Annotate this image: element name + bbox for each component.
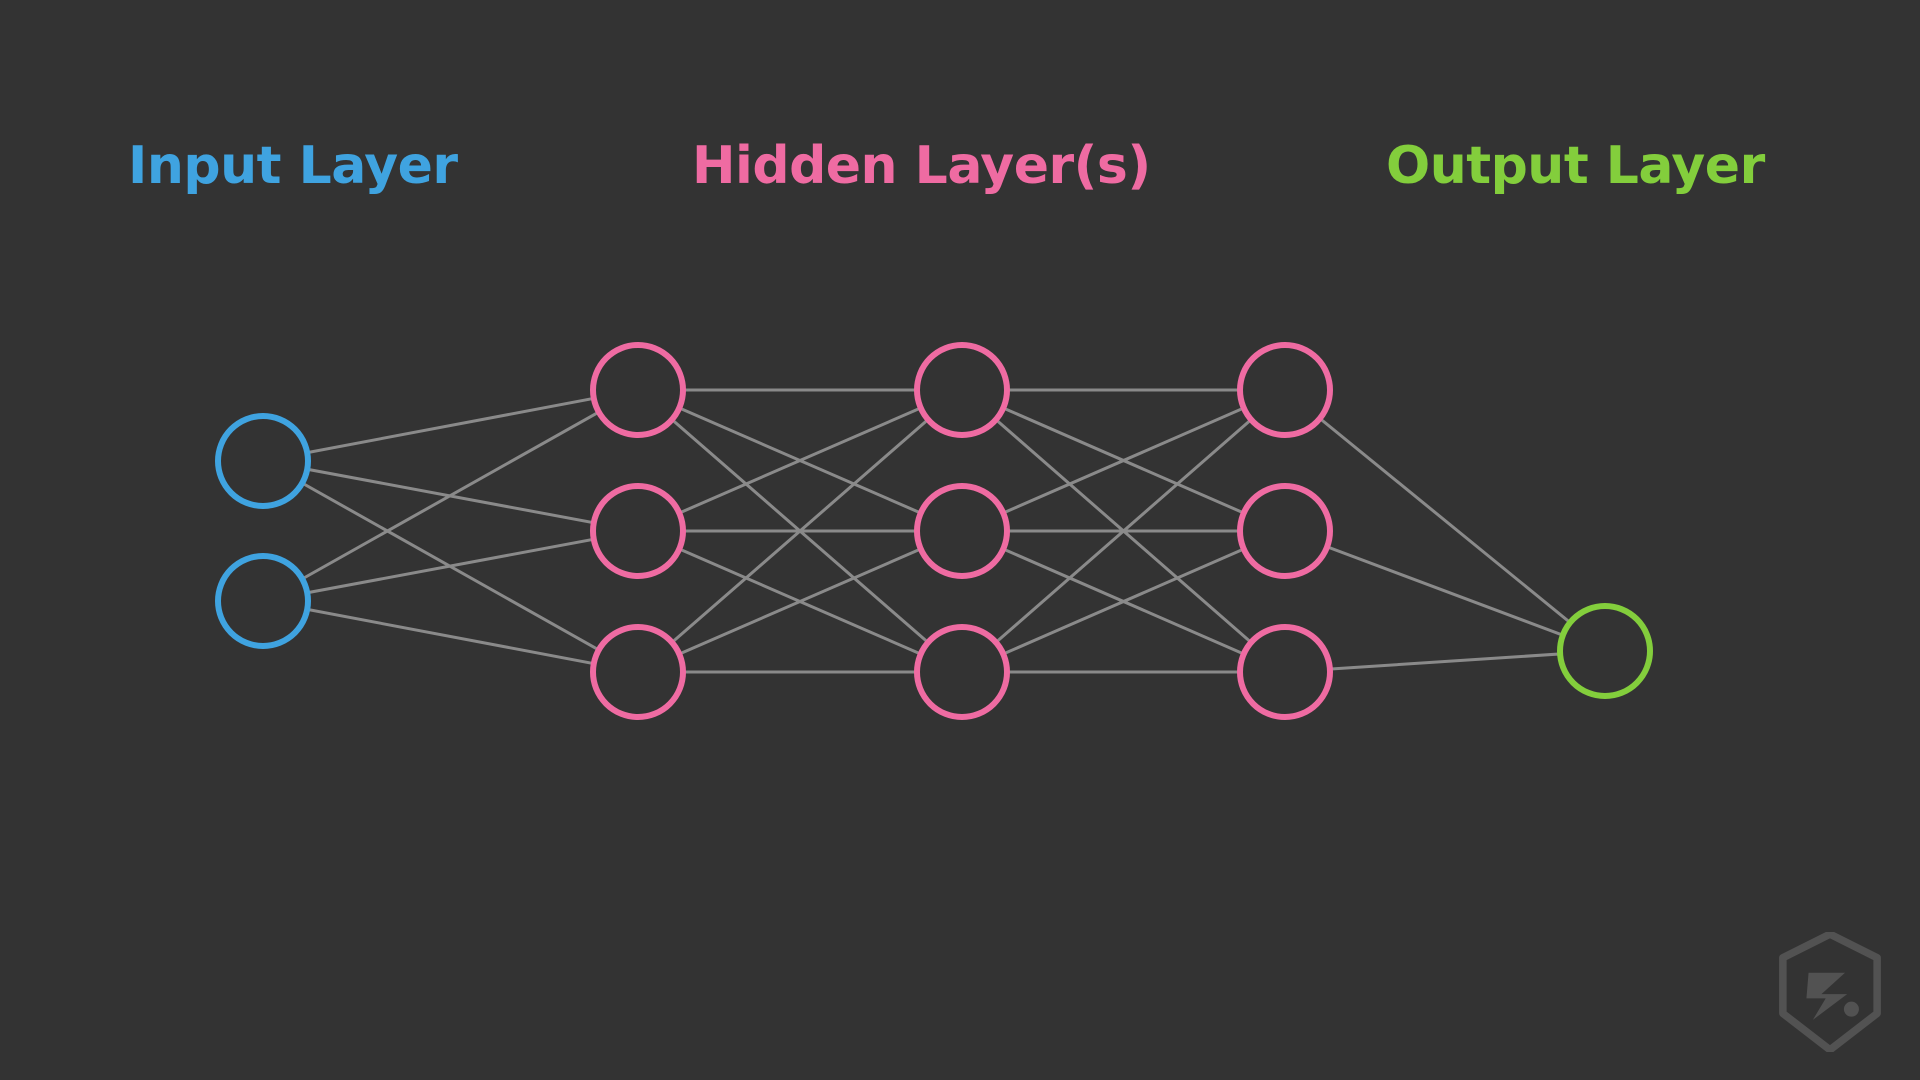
- node-h2_3: [914, 624, 1010, 720]
- node-h1_2: [590, 483, 686, 579]
- node-i2: [215, 553, 311, 649]
- edge-h1_3-to-h2_1: [636, 388, 964, 674]
- node-h1_1: [590, 342, 686, 438]
- layer-label-output: Output Layer: [1386, 136, 1765, 196]
- edge-i2-to-h1_2: [261, 529, 640, 603]
- node-h1_3: [590, 624, 686, 720]
- brand-watermark-icon: [1779, 932, 1881, 1052]
- node-h3_2: [1237, 483, 1333, 579]
- edge-h1_2-to-h2_1: [636, 388, 964, 533]
- edge-h2_2-to-h3_1: [960, 388, 1287, 533]
- layer-label-input: Input Layer: [128, 136, 458, 196]
- node-h2_1: [914, 342, 1010, 438]
- edge-h3_1-to-o1: [1283, 388, 1607, 653]
- node-o1: [1557, 603, 1653, 699]
- edge-group: [261, 388, 1607, 674]
- node-h3_1: [1237, 342, 1333, 438]
- layer-label-hidden: Hidden Layer(s): [692, 136, 1151, 196]
- node-i1: [215, 413, 311, 509]
- edge-h3_3-to-o1: [1283, 649, 1607, 674]
- node-h3_3: [1237, 624, 1333, 720]
- edge-i1-to-h1_1: [261, 388, 640, 463]
- edge-h3_2-to-o1: [1283, 529, 1607, 653]
- edge-i2-to-h1_3: [261, 599, 640, 674]
- node-group: [215, 342, 1653, 720]
- edge-h2_3-to-h3_2: [960, 529, 1287, 674]
- node-h2_2: [914, 483, 1010, 579]
- edge-h2_3-to-h3_1: [960, 388, 1287, 674]
- edge-i2-to-h1_1: [261, 388, 640, 603]
- edge-h1_3-to-h2_2: [636, 529, 964, 674]
